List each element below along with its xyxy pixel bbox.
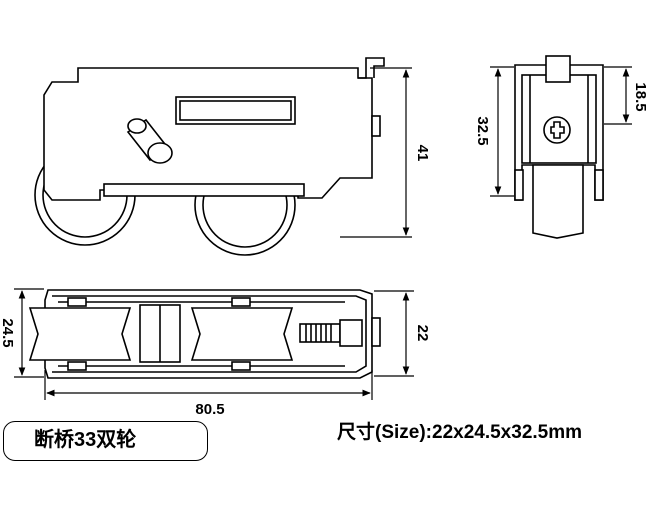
dim-end-top-label: 18.5 — [632, 82, 648, 111]
size-spec: 尺寸(Size):22x24.5x32.5mm — [337, 422, 583, 443]
end-top-cap — [545, 55, 571, 83]
top-screw — [299, 317, 381, 347]
side-screw-pin — [126, 118, 173, 164]
end-cross-screw — [543, 116, 571, 144]
dim-bottom-width-label: 80.5 — [195, 401, 224, 418]
top-view — [28, 289, 381, 379]
end-view — [514, 55, 604, 239]
top-wheel-left — [28, 307, 132, 361]
side-housing — [43, 67, 373, 201]
top-wheel-right — [190, 307, 294, 361]
side-hook — [358, 57, 385, 79]
dim-bottom-width — [44, 370, 373, 400]
dim-top-width-right — [374, 290, 414, 377]
dim-top-width-right-label: 22 — [414, 325, 431, 342]
dim-end-height-label: 32.5 — [474, 116, 491, 145]
side-bottom-rail — [103, 183, 305, 197]
side-tab — [371, 115, 381, 137]
dim-height-side — [340, 67, 412, 238]
dim-top-width-label: 24.5 — [0, 318, 16, 347]
end-wheel — [532, 164, 584, 239]
side-view — [34, 57, 385, 256]
product-name-box: 断桥33双轮 — [3, 421, 208, 461]
dim-end-height — [490, 66, 514, 197]
dim-end-top — [604, 66, 632, 125]
dim-height-side-label: 41 — [414, 145, 431, 162]
dim-top-width — [14, 288, 44, 378]
product-name: 断桥33双轮 — [34, 429, 137, 451]
